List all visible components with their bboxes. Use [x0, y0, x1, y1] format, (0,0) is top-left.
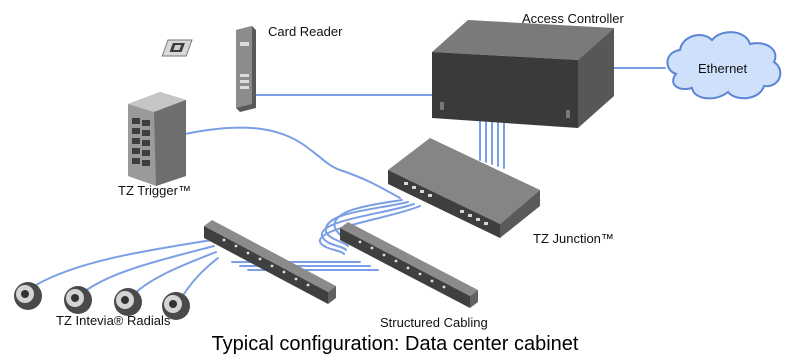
structured-cabling-label: Structured Cabling: [380, 315, 488, 330]
diagram-caption: Typical configuration: Data center cabin…: [211, 333, 579, 355]
access-controller-icon: [432, 20, 614, 128]
card-reader-icon: [236, 26, 256, 112]
tz-radials-label: TZ Intevia® Radials: [56, 313, 171, 328]
ethernet-cloud-icon: [666, 31, 782, 100]
radial-sensors: [14, 282, 190, 320]
cable-trigger-junction: [184, 126, 401, 199]
radial-sensor-icon: [162, 292, 190, 320]
access-controller-label: Access Controller: [522, 11, 624, 26]
radial-sensor-icon: [64, 286, 92, 314]
radial-sensor-icon: [114, 288, 142, 316]
tz-junction-label: TZ Junction™: [533, 231, 614, 246]
cable-panel-sensor-3: [131, 251, 217, 297]
tz-trigger-label: TZ Trigger™: [118, 183, 191, 198]
radial-sensor-icon: [14, 282, 42, 310]
cable-junction-panel-3: [320, 203, 415, 251]
ethernet-label: Ethernet: [698, 61, 748, 76]
card-reader-label: Card Reader: [268, 24, 343, 39]
access-card-icon: [161, 39, 193, 57]
patch-panel-left-icon: [204, 220, 336, 304]
cable-panel-sensor-2: [83, 245, 215, 293]
tz-trigger-icon: [128, 92, 186, 186]
cable-panel-sensor-1: [35, 239, 213, 286]
tz-junction-switch-icon: [388, 138, 540, 238]
cable-junction-panel-4: [319, 205, 421, 255]
patch-panel-right-icon: [340, 222, 478, 308]
